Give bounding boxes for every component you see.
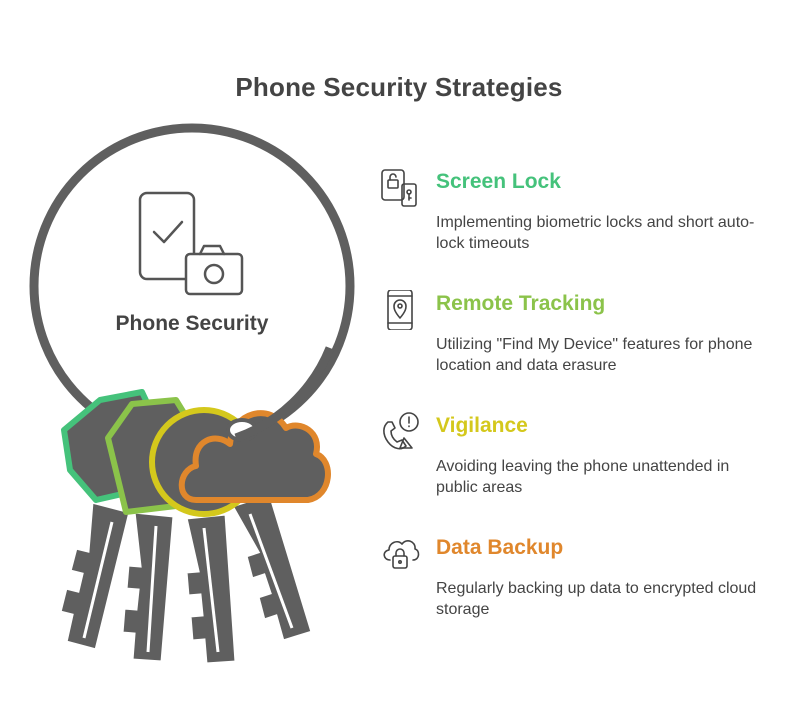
center-label: Phone Security xyxy=(115,312,269,335)
key-4-shaft xyxy=(229,492,314,643)
cloud-lock-icon xyxy=(383,540,420,569)
key-grooves xyxy=(82,513,294,653)
phone-alert-icon xyxy=(383,412,419,450)
screen-lock-heading: Screen Lock xyxy=(436,170,561,193)
strategy-data-backup: Data Backup Regularly backing up data to… xyxy=(380,534,780,644)
key-1-shaft xyxy=(58,500,132,652)
ring-front-arc xyxy=(234,346,335,443)
strategy-remote-tracking: Remote Tracking Utilizing "Find My Devic… xyxy=(380,290,780,400)
phone-location-icon xyxy=(387,290,413,330)
screen-lock-description: Implementing biometric locks and short a… xyxy=(436,214,755,252)
vigilance-heading: Vigilance xyxy=(436,414,528,437)
strategy-vigilance: Vigilance Avoiding leaving the phone una… xyxy=(380,412,780,522)
remote-tracking-heading: Remote Tracking xyxy=(436,292,606,315)
strategy-screen-lock: Screen Lock Implementing biometric locks… xyxy=(380,168,780,278)
phone-check-camera-icon xyxy=(138,191,244,296)
key-head-orange xyxy=(178,410,331,503)
vigilance-description: Avoiding leaving the phone unattended in… xyxy=(436,458,730,496)
data-backup-heading: Data Backup xyxy=(436,536,564,559)
key-2-shaft xyxy=(120,510,176,664)
phone-lock-icon xyxy=(381,169,417,207)
page-title: Phone Security Strategies xyxy=(235,72,563,102)
remote-tracking-description: Utilizing "Find My Device" features for … xyxy=(436,336,753,374)
data-backup-description: Regularly backing up data to encrypted c… xyxy=(436,580,757,618)
